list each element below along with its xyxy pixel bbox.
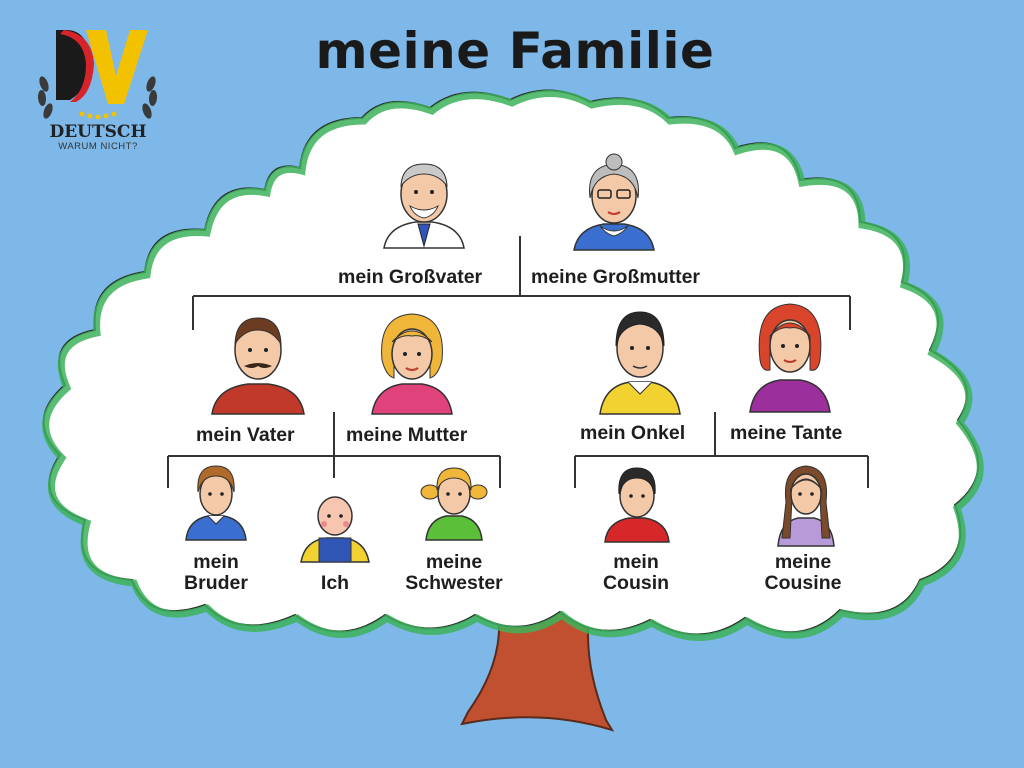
page-title: meine Familie bbox=[315, 22, 715, 80]
label-cousin-male-line2: Cousin bbox=[602, 572, 670, 594]
label-me: Ich bbox=[320, 572, 350, 594]
label-father: mein Vater bbox=[196, 424, 295, 446]
me-portrait bbox=[300, 496, 370, 563]
aunt-portrait bbox=[749, 303, 831, 413]
grandmother-portrait bbox=[573, 153, 655, 251]
label-brother-line1: mein bbox=[193, 551, 239, 573]
label-cousin-male-line1: mein bbox=[613, 551, 659, 573]
label-cousin-male: mein Cousin bbox=[588, 552, 684, 594]
label-sister-line2: Schwester bbox=[405, 572, 503, 594]
sister-portrait bbox=[420, 467, 488, 541]
label-cousin-female: meine Cousine bbox=[748, 552, 858, 594]
cousin-female-portrait bbox=[777, 465, 835, 547]
label-cousin-female-line2: Cousine bbox=[764, 572, 842, 594]
uncle-portrait bbox=[599, 311, 681, 415]
father-portrait bbox=[211, 317, 305, 415]
brother-portrait bbox=[185, 465, 247, 541]
label-uncle: mein Onkel bbox=[580, 422, 686, 444]
label-sister: meine Schwester bbox=[392, 552, 516, 594]
tree-lines bbox=[167, 236, 869, 488]
label-brother: mein Bruder bbox=[166, 552, 266, 594]
label-sister-line1: meine bbox=[425, 551, 483, 573]
label-grandfather: mein Großvater bbox=[338, 266, 483, 288]
tree-trunk bbox=[460, 606, 615, 732]
logo-text-warum-nicht: WARUM NICHT? bbox=[58, 141, 138, 152]
grandfather-portrait bbox=[383, 163, 465, 249]
mother-portrait bbox=[371, 313, 453, 415]
deutsch-warum-nicht-logo bbox=[37, 30, 158, 120]
label-cousin-female-line1: meine bbox=[774, 551, 832, 573]
label-grandmother: meine Großmutter bbox=[531, 266, 701, 288]
label-mother: meine Mutter bbox=[346, 424, 468, 446]
cousin-male-portrait bbox=[604, 467, 670, 543]
tree-canopy-green-edge bbox=[42, 90, 984, 641]
label-aunt: meine Tante bbox=[730, 422, 843, 444]
label-brother-line2: Bruder bbox=[184, 572, 248, 594]
logo-text-deutsch: DEUTSCH bbox=[49, 122, 147, 142]
